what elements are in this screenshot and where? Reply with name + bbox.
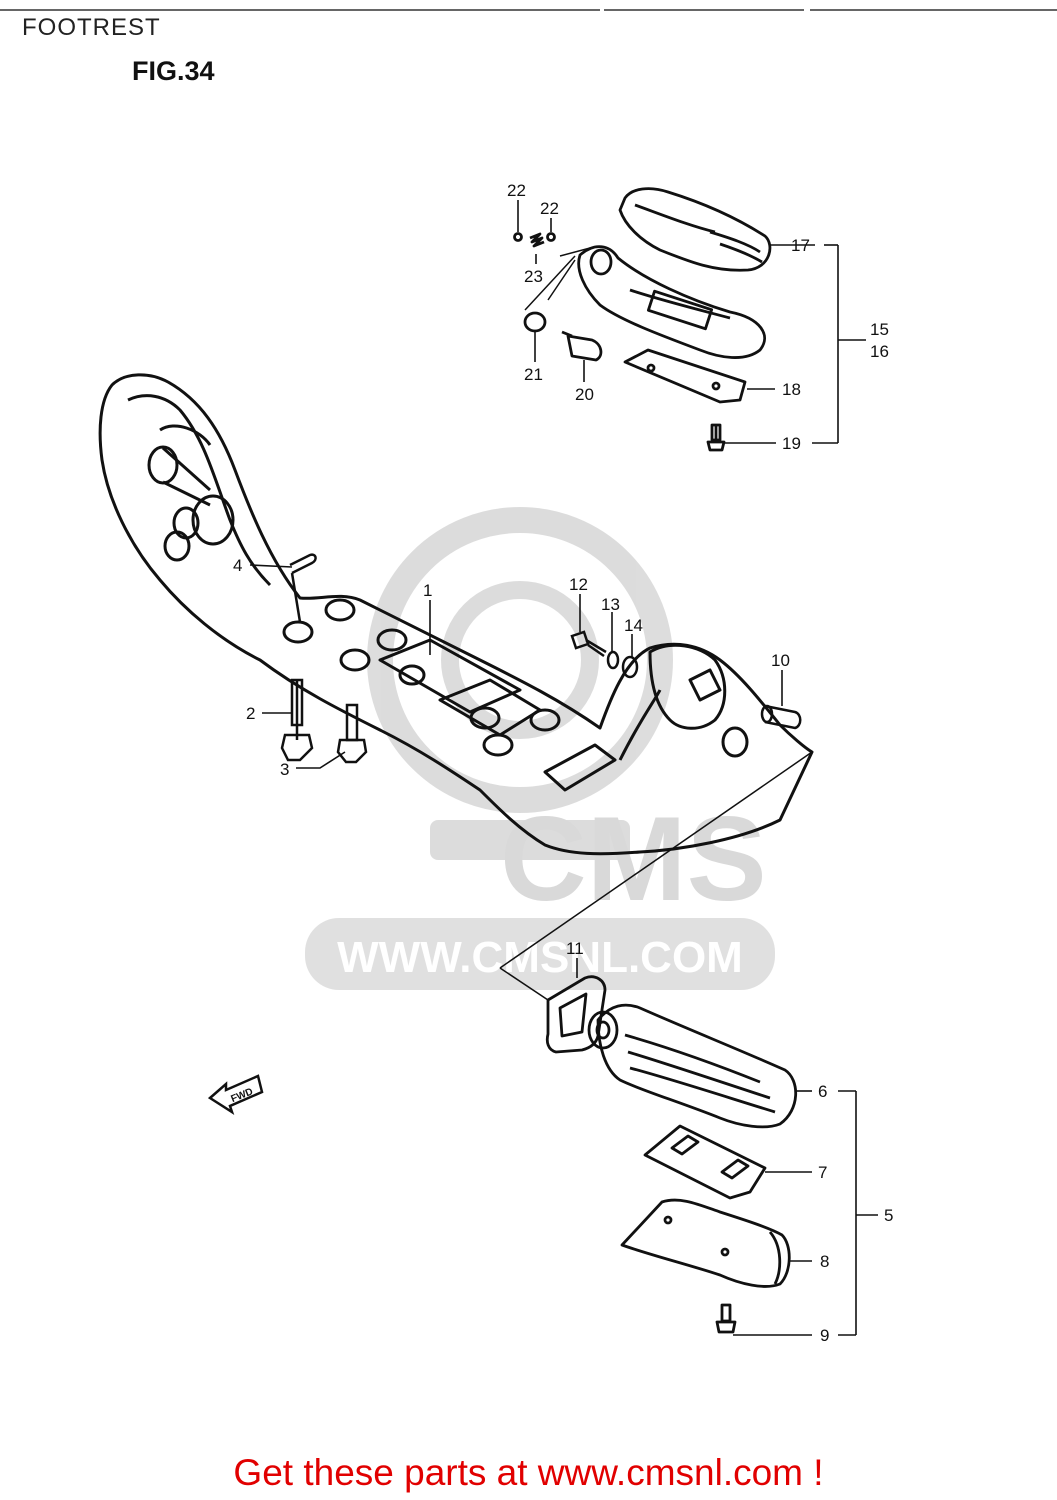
callout-5: 5 (884, 1206, 893, 1225)
callout-22b: 22 (540, 199, 559, 218)
watermark-brand: CMS (500, 792, 767, 926)
callout-18: 18 (782, 380, 801, 399)
washer-21 (523, 311, 547, 333)
callout-19: 19 (782, 434, 801, 453)
fwd-arrow-icon: FWD (207, 1074, 264, 1115)
cap-10 (760, 704, 802, 730)
callout-13: 13 (601, 595, 620, 614)
rubber-17 (618, 187, 772, 272)
callout-22a: 22 (507, 181, 526, 200)
callout-23: 23 (524, 267, 543, 286)
ball-22b (546, 232, 556, 242)
leader-lines (249, 200, 878, 1336)
section-title: FOOTREST (22, 14, 161, 41)
footrest-6 (587, 1003, 798, 1129)
callout-11: 11 (566, 939, 584, 958)
callout-2: 2 (246, 704, 255, 723)
callout-20: 20 (575, 385, 594, 404)
rear-footrest-assembly (513, 187, 772, 452)
footer-link[interactable]: Get these parts at www.cmsnl.com ! (233, 1452, 824, 1493)
hardware-parts (280, 553, 802, 764)
callout-14: 14 (624, 616, 643, 635)
pin-20 (561, 330, 603, 362)
callout-12: 12 (569, 575, 588, 594)
callout-6: 6 (818, 1082, 827, 1101)
plate-7 (643, 1124, 767, 1200)
callout-labels: 1 2 3 4 5 6 7 8 9 10 11 12 13 14 15 16 1… (233, 181, 893, 1345)
callout-10: 10 (771, 651, 790, 670)
cotter-pin-4 (289, 553, 317, 623)
callout-15: 15 (870, 320, 889, 339)
figure-label: FIG.34 (132, 56, 215, 86)
bolt-12 (570, 630, 607, 658)
plate-18 (623, 348, 747, 404)
spring-23 (529, 232, 545, 248)
callout-16: 16 (870, 342, 889, 361)
screw-9 (715, 1303, 737, 1334)
callout-8: 8 (820, 1252, 829, 1271)
footrest-bracket (98, 373, 814, 856)
callout-17: 17 (791, 236, 810, 255)
callout-3: 3 (280, 760, 289, 779)
callout-7: 7 (818, 1163, 827, 1182)
rubber-8 (620, 1198, 791, 1288)
ball-22a (513, 232, 523, 242)
callout-21: 21 (524, 365, 543, 384)
screw-19 (706, 423, 726, 452)
washer-13 (606, 650, 620, 670)
top-rule (0, 0, 1057, 11)
callout-4: 4 (233, 556, 242, 575)
callout-1: 1 (423, 581, 432, 600)
bolt-2 (280, 678, 314, 762)
gasket-11 (545, 975, 607, 1054)
bolt-3 (336, 703, 368, 764)
cms-watermark: CMS WWW.CMSNL.COM (305, 507, 775, 990)
front-footrest-assembly (499, 751, 813, 1334)
footrest-body (577, 245, 766, 359)
callout-9: 9 (820, 1326, 829, 1345)
nut-14 (621, 655, 639, 679)
